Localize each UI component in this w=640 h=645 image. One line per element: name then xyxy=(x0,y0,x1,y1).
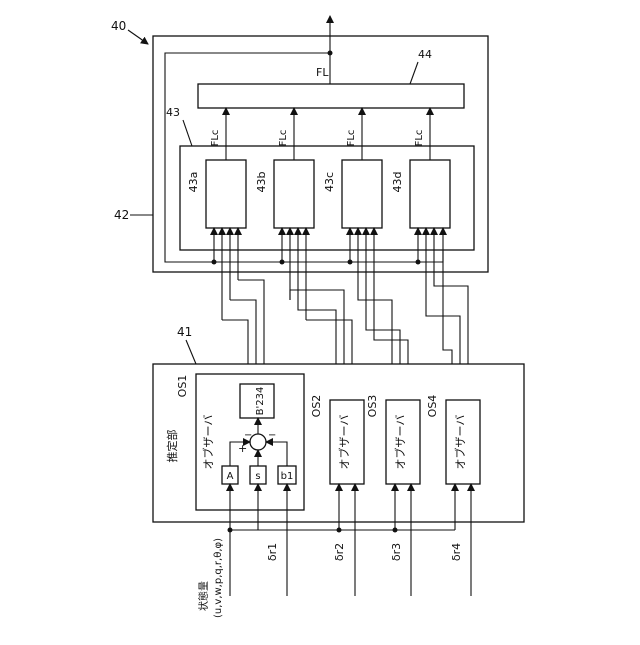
sum-minus-1: − xyxy=(244,430,252,441)
os3-label: OS3 xyxy=(366,395,379,418)
comparator-43a-label: 43a xyxy=(187,172,200,193)
input-r1-label: δr1 xyxy=(266,543,279,561)
sum-plus: + xyxy=(238,442,247,455)
box-s-label: s xyxy=(255,471,260,482)
comparator-43c xyxy=(342,160,382,228)
comparator-43a xyxy=(206,160,246,228)
os2-observer-label: オブザーバ xyxy=(337,415,351,470)
block-44 xyxy=(198,84,464,108)
flc-label-43a: FLc xyxy=(210,130,221,147)
flc-label-43c: FLc xyxy=(346,130,357,147)
ref-41-leader xyxy=(186,340,196,364)
ref-40-arrow xyxy=(128,30,148,44)
os4-observer-label: オブザーバ xyxy=(453,415,467,470)
input-r4-label: δr4 xyxy=(450,543,463,561)
os4-label: OS4 xyxy=(426,395,439,418)
os1-observer-label: オブザーバ xyxy=(201,415,215,470)
ref-41: 41 xyxy=(177,325,192,339)
summing-junction xyxy=(250,434,266,450)
flc-label-43d: FLc xyxy=(414,130,425,147)
state-label-1: 状態量 xyxy=(197,581,210,611)
comparator-43d xyxy=(410,160,450,228)
flc-label-43b: FLc xyxy=(278,130,289,147)
comparator-43b-label: 43b xyxy=(255,171,268,192)
estimator-label: 推定部 xyxy=(165,430,179,463)
comparator-43c-label: 43c xyxy=(323,172,336,192)
comparator-43b xyxy=(274,160,314,228)
output-fl-label: FL xyxy=(316,66,329,79)
b234-label: B'234 xyxy=(255,387,266,416)
sum-minus-2: − xyxy=(268,430,276,441)
os3-observer-label: オブザーバ xyxy=(393,415,407,470)
comparator-43d-label: 43d xyxy=(391,172,404,193)
ref-43: 43 xyxy=(166,106,180,119)
box-b1-label: b1 xyxy=(281,471,294,482)
os2-label: OS2 xyxy=(310,395,323,418)
box-a-label: A xyxy=(227,471,234,482)
state-label-2: (u,v,w,p,q,r,θ,φ) xyxy=(213,538,224,618)
ref-42: 42 xyxy=(114,208,129,222)
input-r2-label: δr2 xyxy=(333,543,346,561)
os1-label: OS1 xyxy=(176,375,189,398)
ref-44: 44 xyxy=(418,48,432,61)
ref-40: 40 xyxy=(111,19,126,33)
input-r3-label: δr3 xyxy=(390,543,403,561)
